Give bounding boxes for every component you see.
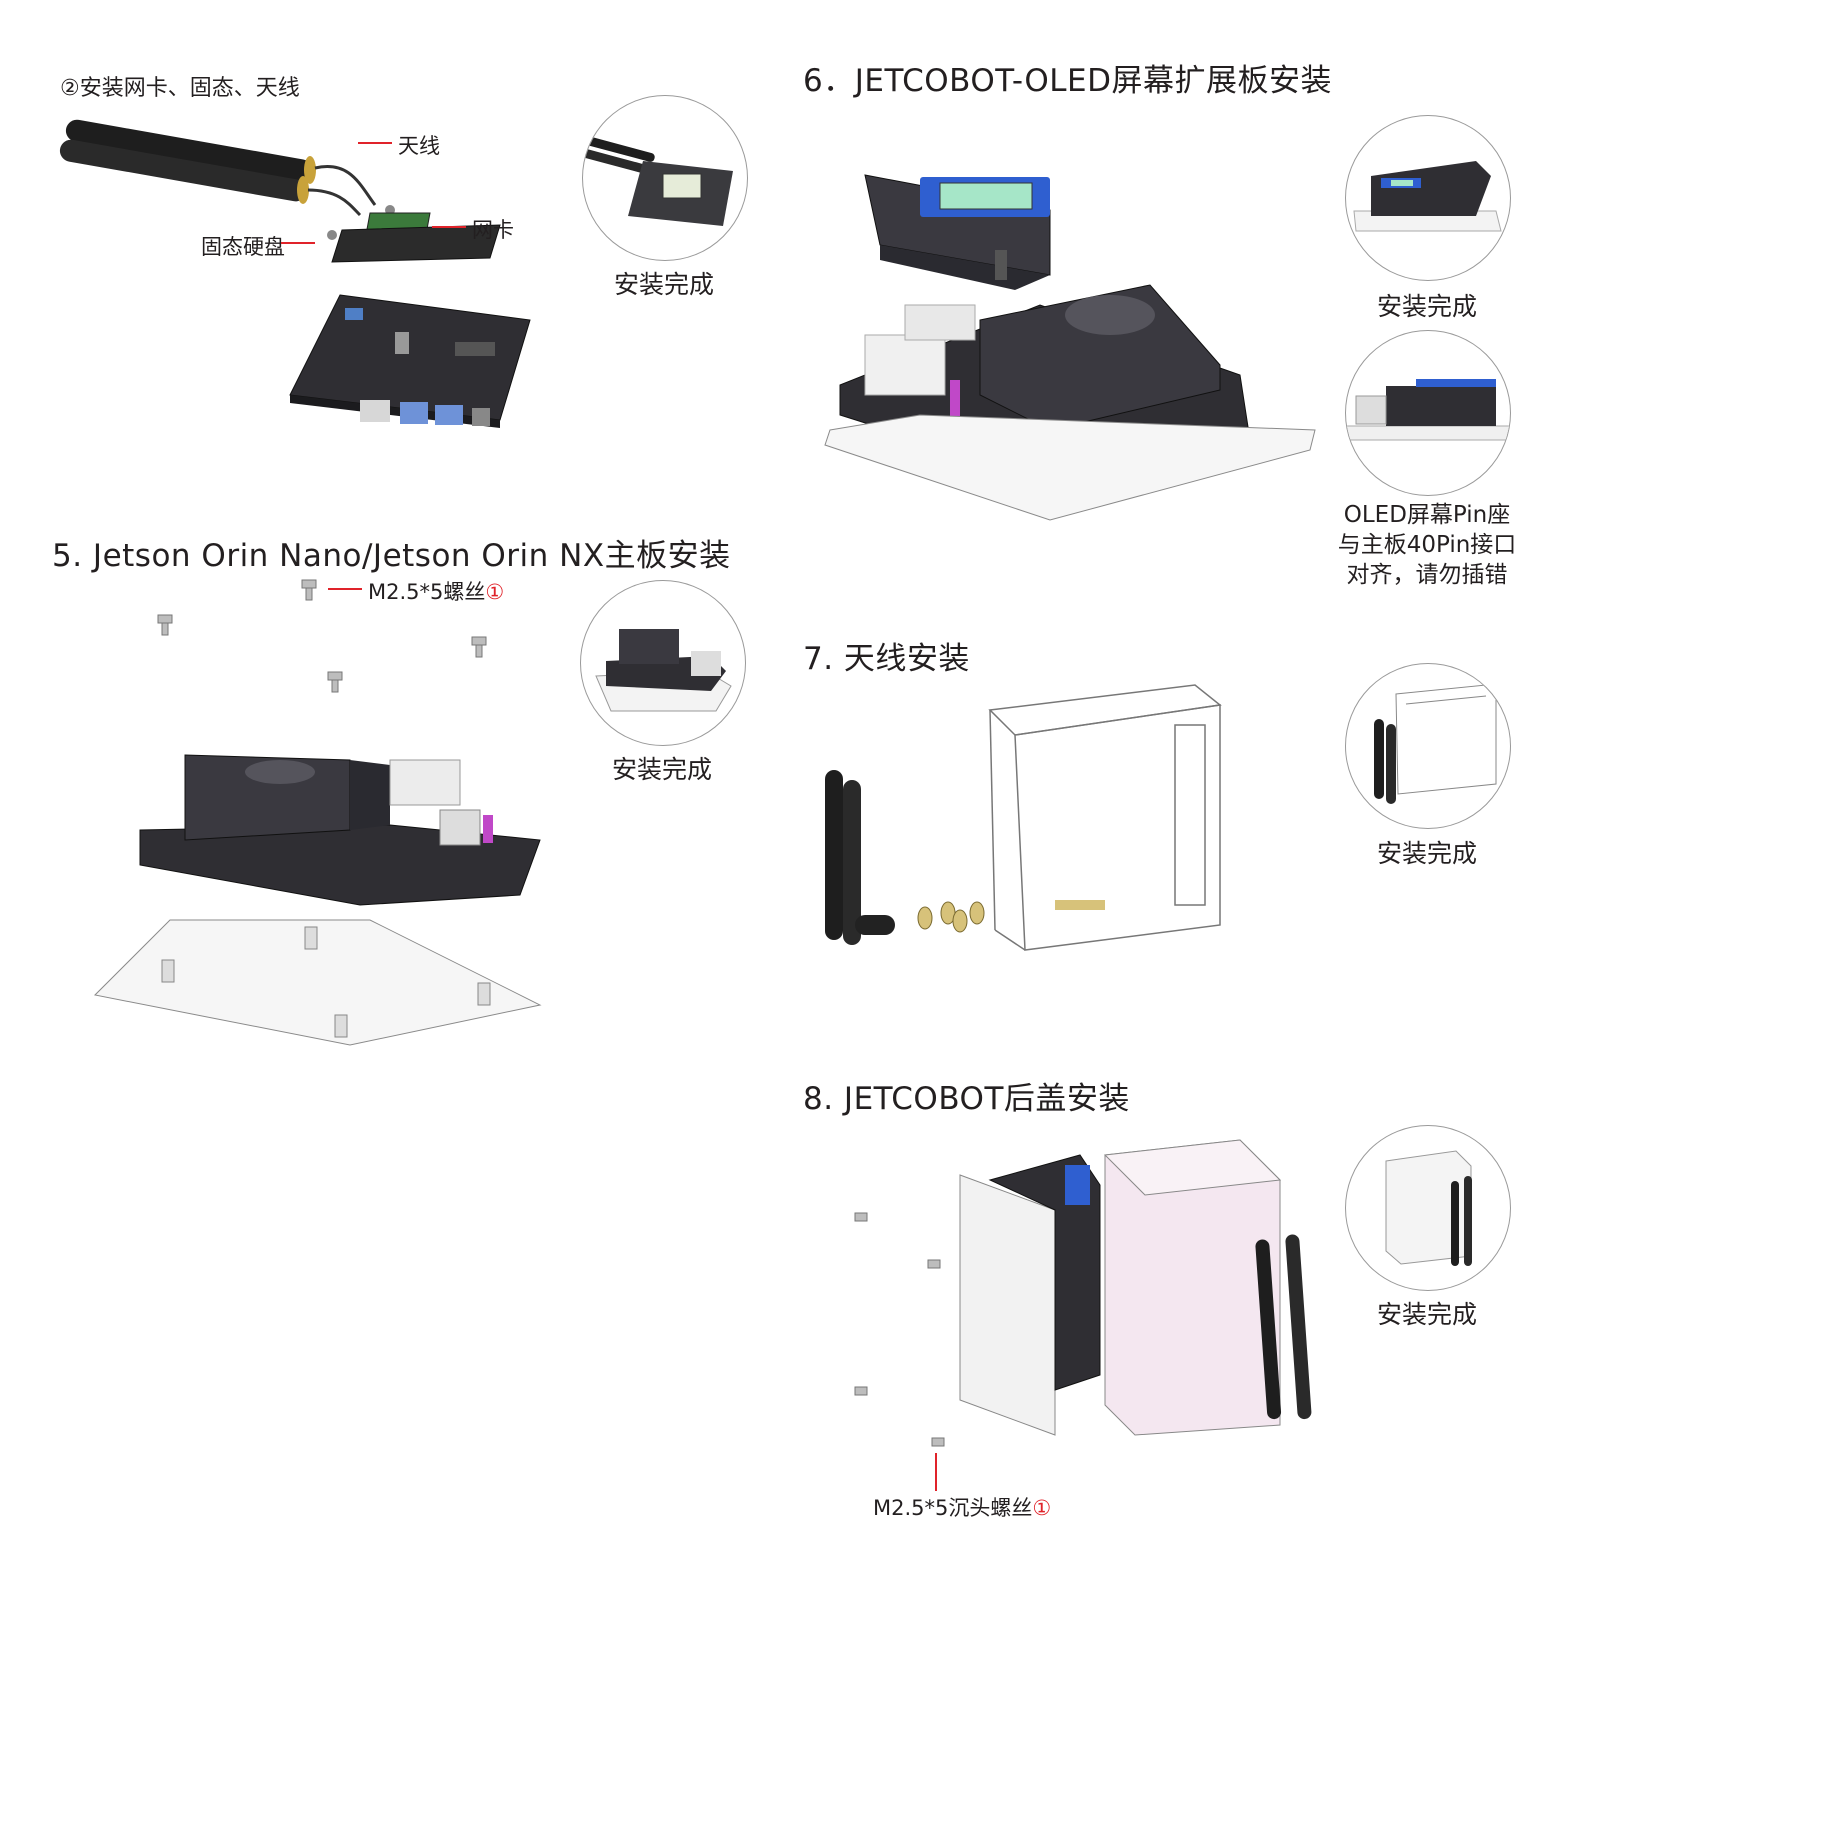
step8-exploded-illustration: [854, 1139, 1312, 1447]
step7-done-caption: 安装完成: [1377, 839, 1478, 868]
mounting-screws-illustration: [157, 579, 487, 693]
step6-completed-preview-top: [1345, 115, 1511, 281]
step5-screw-label: M2.5*5螺丝①: [368, 576, 504, 606]
jetson-module-illustration: [139, 754, 541, 906]
step8-title: 8. JETCOBOT后盖安装: [803, 1081, 1130, 1117]
step8-completed-preview: [1345, 1125, 1511, 1291]
step6-title: 6．JETCOBOT-OLED屏幕扩展板安装: [803, 63, 1333, 99]
antenna-leader-line: [358, 142, 392, 144]
step6-pin-alignment-preview: [1345, 330, 1511, 496]
step7-exploded-illustration: [825, 684, 1222, 951]
step4-subtitle: ②安装网卡、固态、天线: [60, 76, 300, 101]
step4-done-caption: 安装完成: [614, 270, 715, 299]
step8-screw-leader-line: [935, 1453, 937, 1491]
carrier-board-illustration: [289, 294, 531, 428]
step4-completed-preview: [582, 95, 748, 261]
ssd-label: 固态硬盘: [201, 235, 285, 259]
step5-done-caption: 安装完成: [612, 755, 713, 784]
antenna-pair-illustration: [825, 770, 895, 945]
step5-exploded-illustration: [93, 579, 542, 1046]
acrylic-base-illustration: [93, 919, 542, 1046]
step6-note-line-2: 与主板40Pin接口: [1337, 532, 1517, 558]
step5-screw-mark: ①: [485, 580, 505, 604]
back-cover-screws-illustration: [854, 1212, 945, 1447]
step6-exploded-illustration: [824, 174, 1316, 521]
step5-screw-leader-line: [328, 588, 362, 590]
step8-screw-text: M2.5*5沉头螺丝: [873, 1496, 1033, 1520]
pink-enclosure-illustration: [1103, 1139, 1312, 1436]
wifi-card-label: 网卡: [472, 218, 514, 242]
transparent-case-illustration: [988, 684, 1222, 951]
step8-done-caption: 安装完成: [1377, 1300, 1478, 1329]
step8-screw-mark: ①: [1032, 1496, 1052, 1520]
step4-exploded-illustration: [59, 119, 531, 428]
antenna-illustration: [59, 119, 377, 217]
acrylic-base-illustration: [824, 414, 1316, 521]
step5-completed-preview: [580, 580, 746, 746]
step8-screw-label: M2.5*5沉头螺丝①: [873, 1492, 1051, 1522]
antenna-label: 天线: [398, 134, 440, 158]
oled-expansion-board-illustration: [864, 174, 1051, 290]
step7-completed-preview: [1345, 663, 1511, 829]
step5-screw-text: M2.5*5螺丝: [368, 580, 486, 604]
antenna-nuts-illustration: [917, 901, 985, 933]
assembled-internals-illustration: [988, 1154, 1101, 1391]
step6-alignment-note: OLED屏幕Pin座 与主板40Pin接口 对齐，请勿插错: [1322, 500, 1532, 590]
step5-title: 5. Jetson Orin Nano/Jetson Orin NX主板安装: [52, 538, 731, 574]
step7-title: 7. 天线安装: [803, 641, 970, 677]
wifi-card-leader-line: [432, 226, 466, 228]
step6-done-caption: 安装完成: [1377, 292, 1478, 321]
step6-note-line-1: OLED屏幕Pin座: [1343, 502, 1511, 528]
back-cover-panel-illustration: [959, 1174, 1056, 1436]
ssd-leader-line: [281, 242, 315, 244]
step6-note-line-3: 对齐，请勿插错: [1346, 562, 1508, 588]
